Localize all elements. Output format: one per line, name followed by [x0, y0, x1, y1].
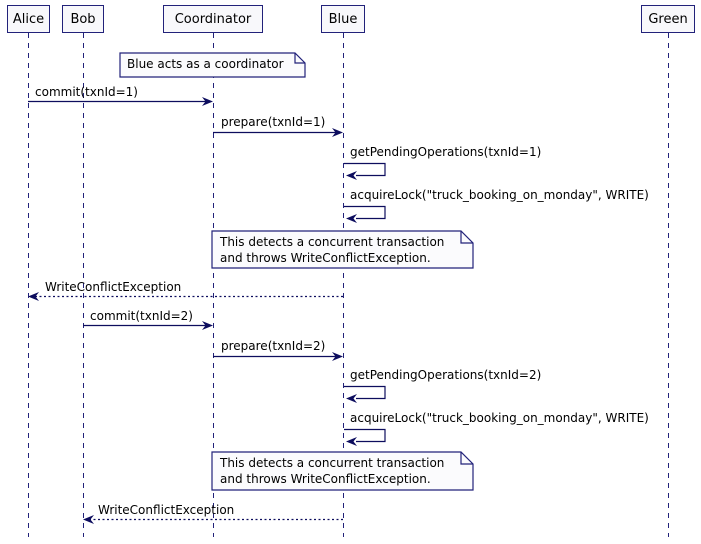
- note-shape: [211, 230, 474, 269]
- message-arrowhead: [346, 437, 357, 446]
- message-label: WriteConflictException: [98, 503, 235, 517]
- note-fold-corner: [460, 231, 473, 244]
- message-arrowhead: [332, 128, 343, 137]
- note-text: This detects a concurrent transaction: [220, 235, 445, 249]
- message-arrowhead: [332, 352, 343, 361]
- message-label: acquireLock("truck_booking_on_monday", W…: [350, 411, 649, 425]
- message-label: getPendingOperations(txnId=2): [350, 368, 542, 382]
- message-arrowhead: [83, 515, 94, 524]
- note-fold-corner: [294, 53, 305, 64]
- note-text: This detects a concurrent transaction: [220, 456, 445, 470]
- message-label: getPendingOperations(txnId=1): [350, 145, 542, 159]
- participant-blue: Blue: [321, 5, 365, 33]
- message-arrowhead: [202, 97, 213, 106]
- message-label: commit(txnId=2): [90, 309, 193, 323]
- note-shape: [211, 451, 474, 491]
- message-arrowhead: [346, 214, 357, 223]
- participant-alice: Alice: [7, 5, 50, 33]
- participant-bob: Bob: [62, 5, 104, 33]
- participant-coordinator: Coordinator: [163, 5, 263, 33]
- self-message-loop: [344, 162, 386, 177]
- message-label: commit(txnId=1): [35, 85, 138, 99]
- note-text: Blue acts as a coordinator: [127, 57, 284, 71]
- self-message-loop: [344, 205, 386, 220]
- note-fold-corner: [460, 452, 473, 465]
- note-text: and throws WriteConflictException.: [220, 251, 431, 265]
- message-label: prepare(txnId=2): [221, 339, 326, 353]
- note-text: and throws WriteConflictException.: [220, 472, 431, 486]
- message-arrowhead: [346, 394, 357, 403]
- note-shape: [119, 52, 306, 78]
- message-arrowhead: [28, 292, 39, 301]
- self-message-loop: [344, 385, 386, 400]
- message-label: acquireLock("truck_booking_on_monday", W…: [350, 188, 649, 202]
- message-arrowhead: [346, 171, 357, 180]
- message-label: prepare(txnId=1): [221, 115, 326, 129]
- self-message-loop: [344, 428, 386, 443]
- message-label: WriteConflictException: [45, 280, 182, 294]
- message-arrowhead: [202, 321, 213, 330]
- participant-green: Green: [641, 5, 695, 33]
